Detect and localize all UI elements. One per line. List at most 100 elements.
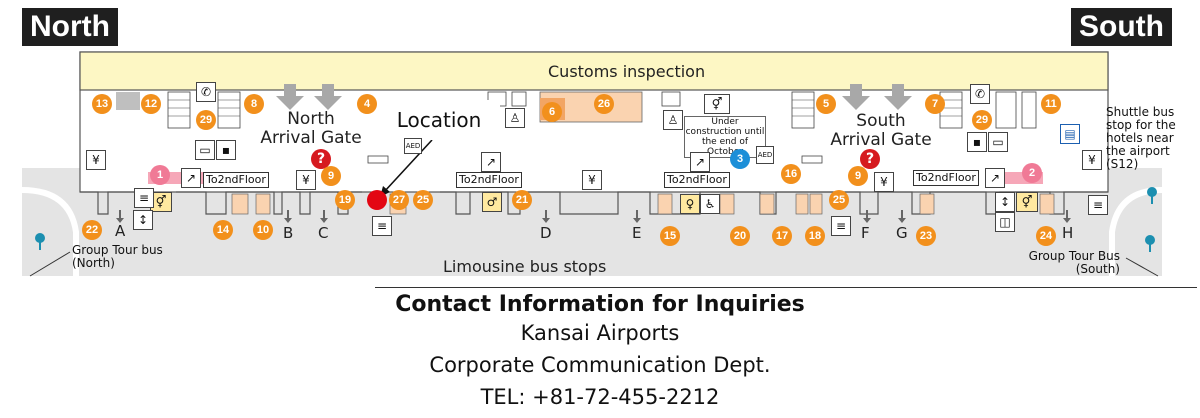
divider-line — [375, 287, 1197, 288]
construction-note: Under construction until the end of Octo… — [684, 116, 766, 158]
escalator-icon: ↗ — [181, 168, 201, 188]
badge-4: 4 — [357, 94, 377, 114]
arrival-arrows — [276, 84, 912, 110]
telephone-icon: ✆ — [196, 82, 216, 102]
badge-10: 10 — [253, 220, 273, 240]
atm-icon: ¥ — [86, 150, 106, 170]
note-line: Under construction until — [685, 117, 765, 137]
badge-20: 20 — [730, 226, 750, 246]
badge-29: 29 — [196, 110, 216, 130]
atm-icon: ¥ — [296, 170, 316, 190]
limousine-label: Limousine bus stops — [443, 257, 607, 276]
bus-label-line: stop for the — [1106, 118, 1176, 132]
group-tour-bus-south: Group Tour Bus (South) — [1016, 250, 1120, 276]
aed-icon-center: AED — [756, 146, 774, 164]
badge-26: 26 — [594, 94, 614, 114]
badge-15: 15 — [660, 226, 680, 246]
bus-label-line: Shuttle bus — [1106, 105, 1175, 119]
contact-title: Contact Information for Inquiries — [395, 292, 805, 317]
to-2nd-floor-1: To2ndFloor — [203, 172, 269, 188]
customs-band — [79, 51, 1109, 91]
badge-12: 12 — [141, 94, 161, 114]
badge-17: 17 — [772, 226, 792, 246]
note-line: the end of October — [701, 137, 749, 157]
restroom-icon: ⚥ — [704, 94, 730, 114]
escalator-icon: ↗ — [481, 152, 501, 172]
stop-h: H — [1062, 224, 1074, 242]
charging-icon: ▪ — [967, 132, 987, 152]
north-arrival-gate: North Arrival Gate — [256, 110, 366, 148]
stop-arrows — [116, 210, 1071, 223]
badge-3: 3 — [730, 149, 750, 169]
smoking-icon: ≡ — [134, 188, 154, 208]
badge-8: 8 — [244, 94, 264, 114]
stop-c: C — [318, 224, 329, 242]
stairs-group — [167, 91, 1037, 129]
contact-tel: TEL: +81-72-455-2212 — [480, 385, 720, 409]
info-icon-north: ? — [311, 149, 331, 169]
terminal-map — [21, 51, 1163, 277]
bus-label-line: hotels near — [1106, 131, 1174, 145]
badge-7: 7 — [925, 94, 945, 114]
badge-13: 13 — [92, 94, 112, 114]
drink-icon: ◫ — [995, 212, 1015, 232]
location-pointer — [383, 139, 433, 193]
badge-5: 5 — [816, 94, 836, 114]
badge-1: 1 — [150, 165, 170, 185]
bus-label-line: Group Tour Bus — [1028, 249, 1120, 263]
badge-11: 11 — [1041, 94, 1061, 114]
customs-label: Customs inspection — [548, 62, 706, 81]
badge-14: 14 — [213, 220, 233, 240]
restroom-icon: ♀ — [680, 194, 700, 214]
bus-pins — [35, 187, 1157, 252]
badge-16: 16 — [781, 164, 801, 184]
bus-label-line: (South) — [1075, 262, 1120, 276]
shuttle-bus-stop-label: Shuttle bus stop for the hotels near the… — [1106, 106, 1176, 171]
bus-label-line: (North) — [72, 256, 115, 270]
badge-2: 2 — [1022, 163, 1042, 183]
south-label: South — [1071, 8, 1172, 46]
smoking-icon: ≡ — [831, 216, 851, 236]
contact-org: Kansai Airports — [520, 321, 680, 345]
gate-line: South — [856, 111, 906, 131]
badge-9b: 9 — [848, 166, 868, 186]
badge-6: 6 — [542, 102, 562, 122]
atm-icon: ¥ — [582, 170, 602, 190]
info-icon-south: ? — [860, 149, 880, 169]
location-marker — [367, 190, 387, 210]
baby-room-icon: ♙ — [663, 110, 683, 130]
laptop-icon: ▭ — [988, 132, 1008, 152]
stop-d: D — [540, 224, 552, 242]
bus-label-line: Group Tour bus — [72, 243, 163, 257]
contact-dept: Corporate Communication Dept. — [429, 353, 771, 377]
gate-line: North — [287, 109, 335, 129]
wheelchair-icon: ♿ — [700, 194, 720, 214]
badge-25b: 25 — [829, 190, 849, 210]
stop-f: F — [861, 224, 870, 242]
elevator-icon: ↕ — [995, 192, 1015, 212]
bus-label-line: the airport — [1106, 144, 1170, 158]
gate-line: Arrival Gate — [260, 128, 362, 148]
smoking-icon: ≡ — [1088, 195, 1108, 215]
stop-b: B — [283, 224, 294, 242]
bus-icon: ▤ — [1060, 124, 1080, 144]
bus-label-line: (S12) — [1106, 157, 1139, 171]
north-label: North — [22, 8, 118, 46]
badge-24: 24 — [1036, 226, 1056, 246]
badge-23: 23 — [916, 226, 936, 246]
laptop-icon: ▭ — [195, 140, 215, 160]
stop-e: E — [632, 224, 642, 242]
badge-22: 22 — [82, 220, 102, 240]
badge-9: 9 — [321, 166, 341, 186]
atm-icon: ¥ — [1082, 150, 1102, 170]
gate-line: Arrival Gate — [830, 130, 932, 150]
to-2nd-floor-4: To2ndFloor — [913, 170, 979, 186]
atm-icon: ¥ — [874, 172, 894, 192]
stop-a: A — [115, 222, 126, 240]
location-callout: Location — [378, 100, 500, 140]
badge-27: 27 — [389, 190, 409, 210]
elevator-icon: ↕ — [133, 210, 153, 230]
telephone-icon: ✆ — [970, 84, 990, 104]
group-tour-bus-north: Group Tour bus (North) — [72, 244, 163, 270]
smoking-icon: ≡ — [372, 216, 392, 236]
